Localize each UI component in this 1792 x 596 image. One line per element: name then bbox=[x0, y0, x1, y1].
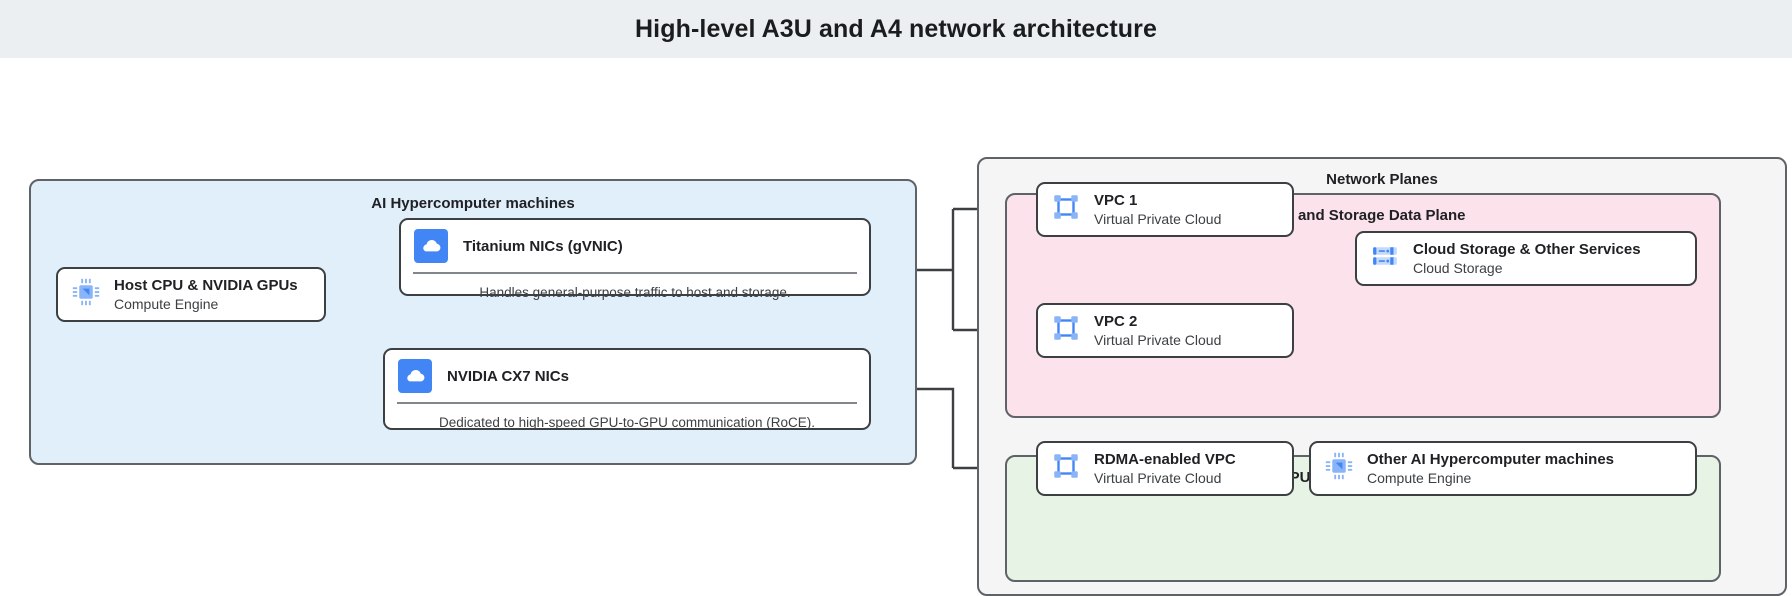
node-title: NVIDIA CX7 NICs bbox=[447, 367, 569, 385]
vpc-icon bbox=[1051, 313, 1081, 348]
cloud-storage-icon bbox=[1370, 241, 1400, 276]
node-cloud-storage-other-services[interactable]: Cloud Storage & Other Services Cloud Sto… bbox=[1355, 231, 1697, 286]
node-subtitle: Virtual Private Cloud bbox=[1094, 210, 1222, 227]
divider bbox=[413, 272, 857, 274]
node-subtitle: Cloud Storage bbox=[1413, 259, 1503, 276]
node-host-cpu-nvidia-gpus[interactable]: Host CPU & NVIDIA GPUs Compute Engine bbox=[56, 267, 326, 322]
node-header: NVIDIA CX7 NICs bbox=[385, 350, 869, 402]
node-subtitle: Compute Engine bbox=[114, 295, 219, 312]
node-subtitle: Virtual Private Cloud bbox=[1094, 469, 1222, 486]
group-title-host-storage: Host and Storage Data Plane bbox=[1260, 207, 1466, 224]
compute-engine-icon bbox=[71, 277, 101, 312]
compute-engine-icon bbox=[1324, 451, 1354, 486]
diagram-canvas: AI Hypercomputer machines bbox=[0, 58, 1792, 596]
node-description: Dedicated to high-speed GPU-to-GPU commu… bbox=[439, 415, 815, 430]
cloud-icon bbox=[414, 229, 448, 263]
group-title-network-planes: Network Planes bbox=[1326, 171, 1438, 188]
group-title-ai-machines: AI Hypercomputer machines bbox=[371, 195, 575, 212]
cloud-icon bbox=[398, 359, 432, 393]
node-vpc-2[interactable]: VPC 2 Virtual Private Cloud bbox=[1036, 303, 1294, 358]
node-titanium-nics[interactable]: Titanium NICs (gVNIC) Handles general-pu… bbox=[399, 218, 871, 300]
node-description: Handles general-purpose traffic to host … bbox=[479, 285, 791, 300]
vpc-icon bbox=[1051, 451, 1081, 486]
node-subtitle: Virtual Private Cloud bbox=[1094, 331, 1222, 348]
node-title: Titanium NICs (gVNIC) bbox=[463, 237, 623, 255]
node-subtitle: Compute Engine bbox=[1367, 469, 1472, 486]
node-header: Titanium NICs (gVNIC) bbox=[401, 220, 869, 272]
node-title: Cloud Storage & Other Services bbox=[1413, 240, 1641, 258]
node-nvidia-cx7-nics[interactable]: NVIDIA CX7 NICs Dedicated to high-speed … bbox=[383, 348, 871, 430]
node-title: VPC 1 bbox=[1094, 191, 1138, 209]
node-title: Other AI Hypercomputer machines bbox=[1367, 450, 1615, 468]
node-other-ai-hypercomputer-machines[interactable]: Other AI Hypercomputer machines Compute … bbox=[1309, 441, 1697, 496]
diagram-header: High-level A3U and A4 network architectu… bbox=[0, 0, 1792, 58]
vpc-icon bbox=[1051, 192, 1081, 227]
node-title: RDMA-enabled VPC bbox=[1094, 450, 1236, 468]
node-rdma-enabled-vpc[interactable]: RDMA-enabled VPC Virtual Private Cloud bbox=[1036, 441, 1294, 496]
page-title: High-level A3U and A4 network architectu… bbox=[635, 14, 1157, 43]
node-title: VPC 2 bbox=[1094, 312, 1138, 330]
node-title: Host CPU & NVIDIA GPUs bbox=[114, 276, 298, 294]
divider bbox=[397, 402, 857, 404]
node-vpc-1[interactable]: VPC 1 Virtual Private Cloud bbox=[1036, 182, 1294, 237]
